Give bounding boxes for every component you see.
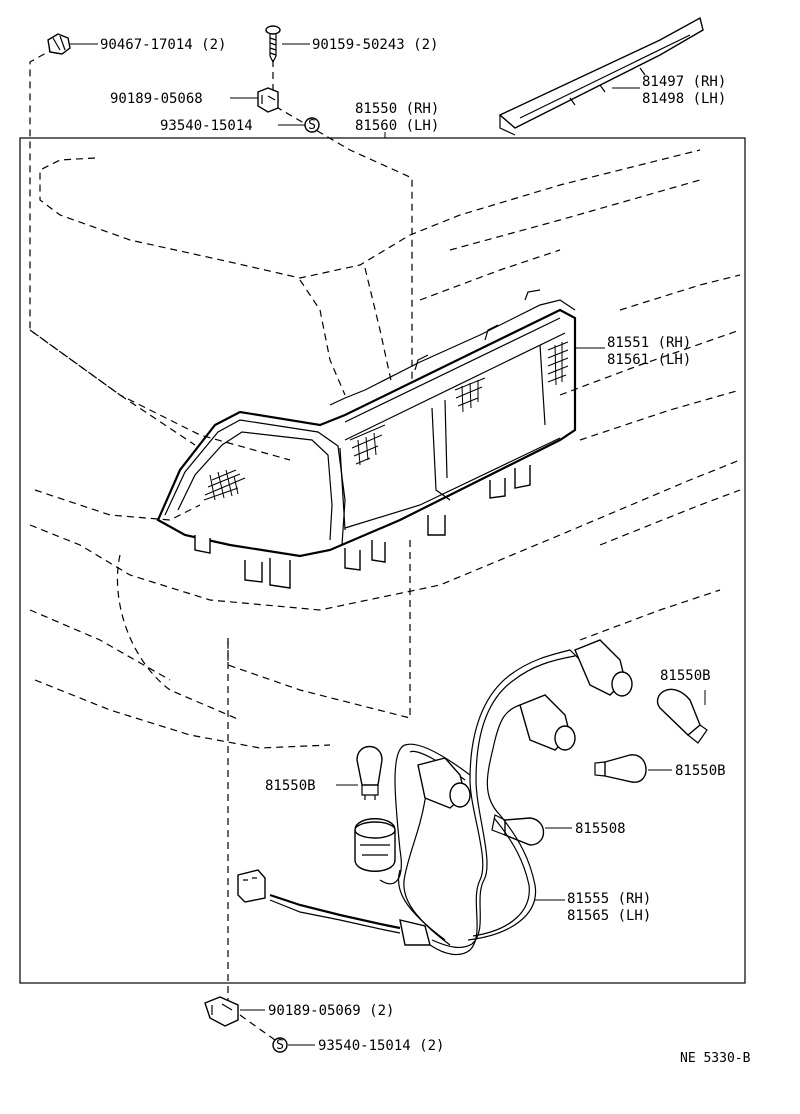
callout-wiring-rh: 81555 (RH) — [567, 891, 651, 907]
nut-symbol-text: S — [308, 118, 316, 133]
callout-bracket-top: 90189-05068 — [110, 91, 203, 107]
callout-bracket-bottom: 90189-05069 (2) — [268, 1003, 394, 1019]
car-body-outline — [29, 149, 741, 749]
callout-garnish-rh: 81497 (RH) — [642, 74, 726, 90]
callout-screw-top: 90159-50243 (2) — [312, 37, 438, 53]
callout-bulb-c: 81550B — [675, 763, 726, 779]
callout-nut-bottom: 93540-15014 (2) — [318, 1038, 444, 1054]
screw-part — [265, 25, 281, 64]
callout-lens-lh: 81561 (LH) — [607, 352, 691, 368]
bulb-b-part — [656, 688, 708, 744]
callout-bulb-a: 81550B — [265, 778, 316, 794]
callout-lens-rh: 81551 (RH) — [607, 335, 691, 351]
lamp-housing — [156, 289, 577, 589]
figure-id: NE 5330-B — [680, 1051, 751, 1066]
nut-symbol-text: S — [276, 1038, 284, 1053]
clip-part — [47, 33, 71, 55]
callout-bulb-b: 81550B — [660, 668, 711, 684]
bracket-part-top — [257, 87, 279, 113]
assembly-frame — [19, 137, 746, 984]
bracket-part-bottom — [204, 996, 239, 1027]
bulb-d-part — [491, 814, 545, 846]
wiring-harness — [237, 639, 633, 956]
callout-wiring-lh: 81565 (LH) — [567, 908, 651, 924]
bulb-a-part — [356, 745, 383, 800]
callout-lamp-assy-rh: 81550 (RH) — [355, 101, 439, 117]
callout-lamp-assy-lh: 81560 (LH) — [355, 118, 439, 134]
garnish-strip — [498, 16, 704, 136]
callout-nut-top: 93540-15014 — [160, 118, 253, 134]
nut-symbol-top: S — [304, 117, 320, 133]
bulb-c-part — [594, 754, 647, 783]
callout-bulb-d: 815508 — [575, 821, 626, 837]
callout-clip-top: 90467-17014 (2) — [100, 37, 226, 53]
nut-symbol-bottom: S — [272, 1037, 288, 1053]
leader-lines — [70, 43, 706, 1046]
callout-garnish-lh: 81498 (LH) — [642, 91, 726, 107]
